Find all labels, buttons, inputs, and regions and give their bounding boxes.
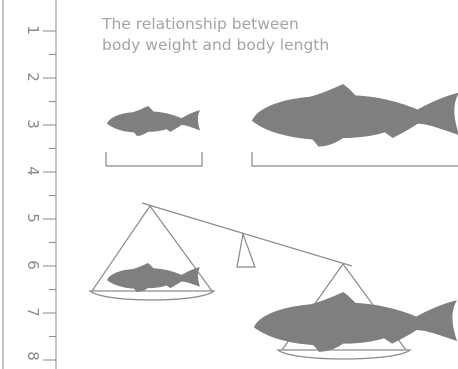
large-fish-length-bracket — [252, 152, 458, 166]
left-pan — [90, 291, 214, 300]
small-fish-top — [107, 106, 200, 136]
large-fish-on-scale — [254, 292, 457, 352]
scale-fulcrum — [237, 234, 255, 267]
balance-scale — [90, 203, 457, 359]
large-fish-top — [252, 84, 458, 146]
small-fish-length-bracket — [106, 152, 202, 166]
small-fish-on-scale — [107, 263, 200, 292]
right-pan — [278, 350, 410, 359]
